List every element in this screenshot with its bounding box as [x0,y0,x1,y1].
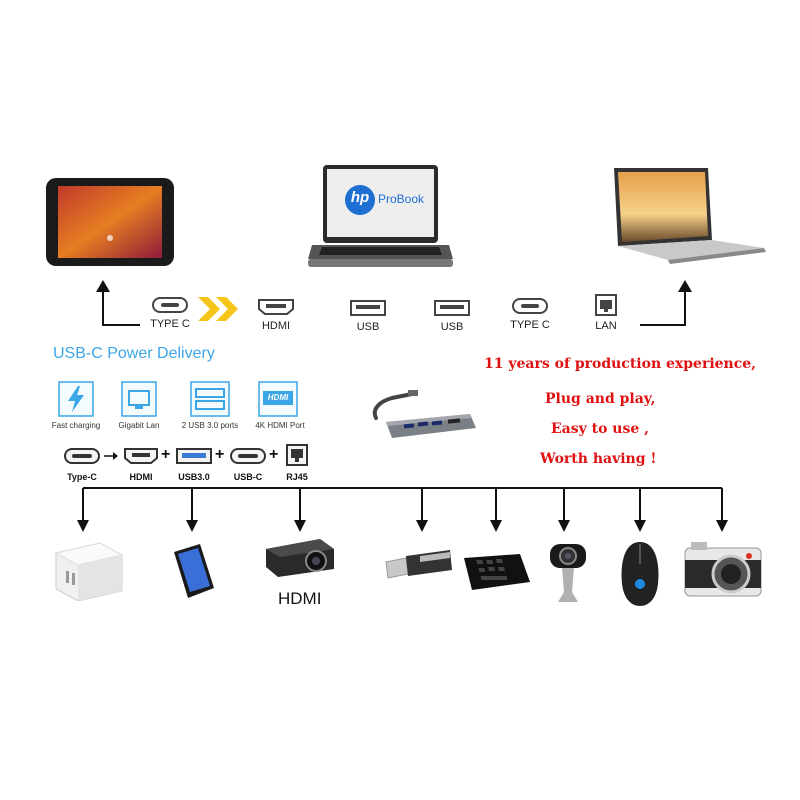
tagline-line-4: Worth having ! [540,451,657,467]
yellow-arrows-icon [198,294,242,324]
connector-rj45-icon [286,444,308,466]
camera-icon [683,538,763,602]
laptop-brand-text: ProBook [378,192,425,206]
connector-label-type-c: Type-C [67,472,97,482]
plus-icon: + [215,446,225,463]
feature-label-gigabit-lan: Gigabit Lan [118,421,160,430]
usb-ports-icon [190,381,230,417]
top-connector-lines [96,280,692,326]
port-lan-icon [595,294,617,316]
connector-type-c-icon [64,448,100,464]
usb-flash-drive-icon [384,548,454,584]
ultrabook-laptop [608,168,766,268]
port-type-c-icon [152,297,188,313]
projector-label: HDMI [278,589,322,608]
hp-probook-laptop: hp ProBook [308,165,453,271]
fast-charging-icon [58,381,94,417]
port-label-hdmi: HDMI [261,320,291,332]
tablet [46,178,174,266]
port-label-lan: LAN [595,320,617,332]
connector-label-usb3: USB3.0 [178,472,210,482]
smartphone-icon [170,542,218,600]
connector-label-hdmi: HDMI [129,472,153,482]
tagline-line-3: Easy to use , [551,421,650,437]
connector-hdmi-icon [124,448,158,464]
port-label-type-c: TYPE C [510,319,550,331]
feature-label-usb-ports: 2 USB 3.0 ports [181,421,239,430]
charger-icon [50,535,126,601]
plus-icon: + [269,446,279,463]
gaming-mouse-icon [618,540,662,608]
port-label-usb: USB [440,321,464,333]
usb-c-hub [368,390,478,445]
projector-icon [262,535,336,581]
tagline-line-2: Plug and play, [545,391,656,407]
feature-label-hdmi-port: 4K HDMI Port [255,421,305,430]
feature-label-fast-charging: Fast charging [51,421,101,430]
arrow-right-icon [104,452,118,460]
plus-icon: + [161,446,171,463]
device-branch-lines [77,487,728,532]
hdmi-port-icon: HDMI [258,381,298,417]
hp-logo: hp [350,189,370,206]
section-title: USB-C Power Delivery [53,345,215,362]
gigabit-lan-icon [121,381,157,417]
port-label-type-c: TYPE C [150,318,190,330]
connector-label-usb-c: USB-C [233,472,263,482]
tagline-line-1: 11 years of production experience, [484,356,757,372]
webcam-icon [546,540,590,606]
port-label-usb: USB [356,321,380,333]
hdmi-icon-text: HDMI [267,393,289,402]
keyboard-icon [460,552,532,592]
port-usb-icon [350,300,386,316]
port-hdmi-icon [258,299,294,315]
connector-usb3-icon [176,448,212,464]
port-usb-icon [434,300,470,316]
connector-usb-c-icon [230,448,266,464]
connector-label-rj45: RJ45 [286,472,308,482]
port-type-c-icon [512,298,548,314]
